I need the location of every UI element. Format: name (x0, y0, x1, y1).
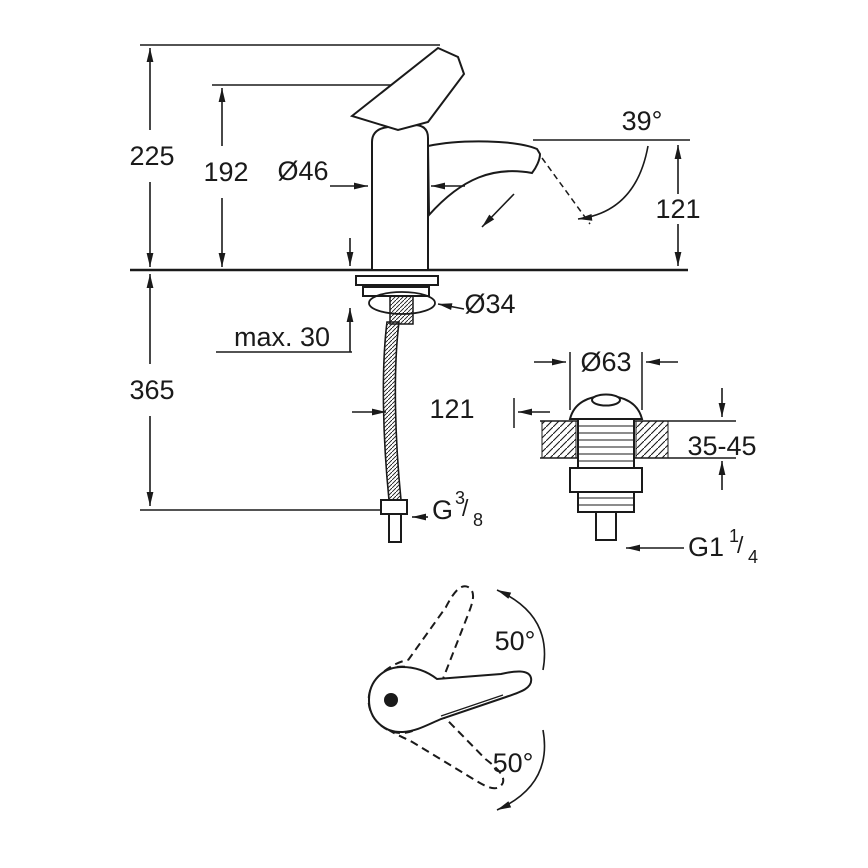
dimension-body-diameter: Ø46 (277, 156, 465, 190)
pop-up-waste (540, 393, 736, 541)
hose-thread-prefix: G (432, 495, 453, 525)
handle-swivel-view: 50° 50° (367, 585, 546, 811)
handle-detail-line (440, 694, 504, 717)
counter-section-left (541, 420, 577, 459)
extension-lines (140, 44, 690, 511)
dim-label-deck-range: 35-45 (687, 431, 756, 461)
waste-tail (595, 511, 617, 541)
waste-nut (569, 467, 643, 493)
dimension-spout-height: 121 (655, 145, 701, 266)
waste-thread-prefix: G1 (688, 532, 724, 562)
swivel-arc-down (496, 729, 546, 811)
handle-pivot-hole (384, 693, 398, 707)
dim-label-body-height: 192 (203, 157, 248, 187)
dim-label-swivel-up: 50° (495, 626, 536, 656)
dimension-max-deck: max. 30 (216, 238, 354, 353)
waste-thread-slash: / (737, 532, 744, 558)
spout-angle-arc (577, 145, 649, 221)
faucet-side-view (349, 46, 649, 271)
waste-cap (591, 393, 621, 407)
hose-thread-slash: / (462, 495, 469, 521)
dim-label-spout-height: 121 (655, 194, 700, 224)
dim-label-hole-diameter: Ø34 (464, 289, 515, 319)
hose-tail (388, 513, 402, 543)
dim-label-max-deck: max. 30 (234, 322, 330, 352)
mixer-body (371, 123, 429, 271)
supply-hose (380, 321, 408, 543)
counter-section-right (635, 420, 669, 459)
swivel-arc-up (496, 589, 546, 671)
dimension-waste-thread: G1 1 / 4 (626, 526, 758, 567)
waste-thread-numerator: 1 (729, 526, 739, 546)
dimension-deck-range: 35-45 (687, 388, 757, 490)
hose-thread-numerator: 3 (455, 488, 465, 508)
lever-top (349, 46, 466, 132)
deck-hole-ellipse (368, 291, 436, 315)
dimension-225: 225 (129, 48, 175, 267)
mounting-hardware (355, 275, 439, 325)
dim-label-total-height: 225 (129, 141, 174, 171)
waste-threads (579, 425, 633, 506)
handle-lever (367, 665, 533, 734)
dimension-192: 192 (203, 88, 249, 267)
dim-label-spout-angle: 39° (622, 106, 663, 136)
dimension-flange-diameter: Ø63 (534, 347, 678, 410)
dim-label-flange-diameter: Ø63 (580, 347, 631, 377)
dim-label-hose-length: 365 (129, 375, 174, 405)
flow-direction-arrow (481, 193, 515, 228)
dimension-hole-diameter: Ø34 (437, 289, 516, 319)
dim-label-swivel-down: 50° (493, 748, 534, 778)
stream-axis-line (541, 157, 591, 225)
waste-thread-denominator: 4 (748, 547, 758, 567)
dim-label-body-diameter: Ø46 (277, 156, 328, 186)
dimension-hose-thread: G 3 / 8 (412, 488, 483, 530)
waste-body (577, 418, 635, 513)
dimension-reach: 121 (352, 394, 550, 428)
hose-thread-denominator: 8 (473, 510, 483, 530)
dim-label-reach: 121 (429, 394, 474, 424)
hose-connector (380, 499, 408, 515)
dimension-365: 365 (129, 274, 175, 506)
spout (426, 140, 542, 218)
